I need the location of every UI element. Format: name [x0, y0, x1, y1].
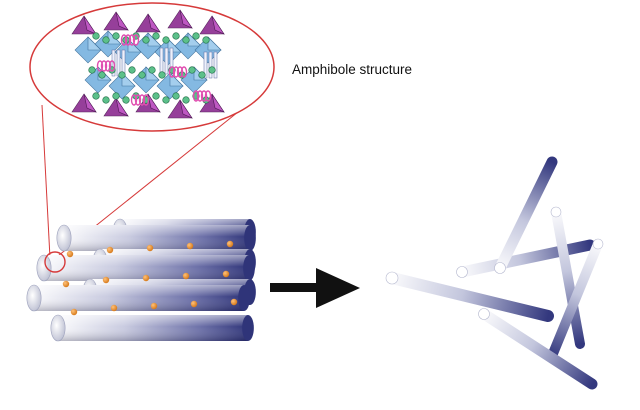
structure-atom: [148, 66, 156, 74]
structure-coil: [132, 34, 140, 46]
structure-atom: [92, 92, 100, 100]
fiber-bundle: [26, 218, 256, 342]
bundle-node: [190, 300, 198, 308]
structure-coil: [168, 66, 176, 78]
structure-atom: [182, 36, 190, 44]
structure-atom: [188, 66, 196, 74]
structure-column: [164, 47, 169, 75]
loose-fiber: [385, 271, 554, 322]
structure-atom: [192, 32, 200, 40]
structure-polyhedron: [211, 15, 225, 35]
structure-atom: [162, 96, 170, 104]
loose-fiber: [547, 238, 604, 361]
loose-fiber: [478, 308, 598, 390]
zoom-source-circle: [44, 251, 66, 273]
structure-coil: [108, 60, 116, 72]
bundle-node: [182, 272, 190, 280]
amphibole-structure-inset: [29, 2, 275, 132]
structure-label: Amphibole structure: [292, 62, 413, 77]
structure-atom: [158, 71, 166, 79]
structure-atom: [172, 32, 180, 40]
structure-coil: [130, 94, 138, 106]
structure-polyhedron: [147, 13, 161, 33]
structure-atom: [208, 66, 216, 74]
structure-polyhedron: [211, 93, 225, 113]
bundle-node: [142, 274, 150, 282]
structure-atom: [182, 96, 190, 104]
structure-atom: [152, 32, 160, 40]
loose-fiber: [494, 156, 558, 274]
structure-polyhedron: [83, 15, 97, 35]
structure-atom: [88, 66, 96, 74]
structure-polyhedron: [207, 36, 222, 51]
structure-polyhedron: [83, 93, 97, 113]
bundle-node: [66, 250, 74, 258]
bundle-node: [102, 276, 110, 284]
bundle-node: [110, 304, 118, 312]
bundle-node: [106, 246, 114, 254]
structure-atom: [138, 71, 146, 79]
structure-polyhedron: [115, 97, 129, 117]
structure-atom: [152, 92, 160, 100]
structure-coil: [96, 60, 104, 72]
structure-atom: [102, 36, 110, 44]
structure-atom: [128, 66, 136, 74]
structure-polyhedron: [179, 99, 193, 119]
structure-column: [116, 49, 121, 77]
dispersed-fibers: [385, 156, 604, 390]
bundle-node: [186, 242, 194, 250]
structure-column: [159, 47, 164, 75]
bundle-rod: [50, 314, 254, 342]
bundle-rod: [56, 224, 256, 252]
structure-atom: [202, 36, 210, 44]
structure-coil: [142, 94, 150, 106]
structure-atom: [112, 32, 120, 40]
right-arrow-icon: [270, 268, 360, 308]
structure-atom: [172, 92, 180, 100]
structure-coil: [124, 34, 132, 46]
bundle-node: [230, 298, 238, 306]
structure-coil: [104, 60, 112, 72]
crystal-structure-illustration: [71, 9, 225, 119]
structure-coil: [180, 66, 188, 78]
structure-atom: [162, 36, 170, 44]
bundle-node: [146, 244, 154, 252]
structure-atom: [122, 96, 130, 104]
structure-coil: [120, 34, 128, 46]
structure-atom: [142, 36, 150, 44]
structure-coil: [196, 90, 204, 102]
structure-atom: [118, 71, 126, 79]
structure-coil: [176, 66, 184, 78]
bundle-rod: [26, 284, 250, 312]
structure-coil: [172, 66, 180, 78]
structure-atom: [102, 96, 110, 104]
structure-polyhedron: [179, 9, 193, 29]
bundle-node: [70, 308, 78, 316]
structure-polyhedron: [147, 93, 161, 113]
structure-coil: [204, 90, 212, 102]
structure-atom: [198, 71, 206, 79]
loose-fiber: [550, 206, 585, 349]
structure-column: [203, 51, 208, 79]
structure-column: [208, 51, 213, 79]
structure-column: [169, 47, 174, 75]
structure-atom: [98, 71, 106, 79]
structure-coil: [192, 90, 200, 102]
structure-atom: [92, 32, 100, 40]
structure-atom: [112, 92, 120, 100]
structure-coil: [100, 60, 108, 72]
bundle-node: [226, 240, 234, 248]
bundle-node: [62, 280, 70, 288]
bundle-node: [150, 302, 158, 310]
loose-fiber: [456, 239, 596, 278]
structure-coil: [134, 94, 142, 106]
structure-coil: [128, 34, 136, 46]
structure-column: [213, 51, 218, 79]
structure-polyhedron: [115, 11, 129, 31]
bundle-node: [222, 270, 230, 278]
structure-coil: [200, 90, 208, 102]
structure-coil: [138, 94, 146, 106]
